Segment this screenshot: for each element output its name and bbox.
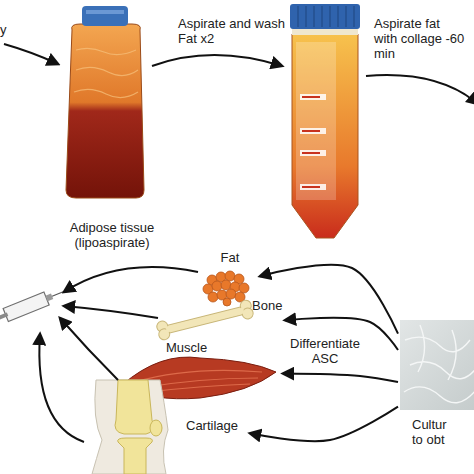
fat-cluster: [208, 292, 218, 302]
lipoaspirate-bag: [82, 6, 128, 26]
centrifuge-tube: [292, 28, 358, 35]
lipoaspirate-node: Adipose tissue (lipoaspirate): [62, 8, 162, 250]
centrifuge-tube: [298, 6, 354, 27]
differentiation-arrow: [283, 374, 398, 382]
centrifuge-tube: [300, 128, 326, 134]
fat-cluster: [223, 298, 231, 306]
differentiation-arrow: [250, 407, 398, 441]
lipoaspirate-bag: [86, 10, 124, 14]
centrifuge-tube: [300, 150, 326, 156]
process-arrow: [152, 55, 282, 66]
knee-image: [92, 380, 168, 474]
syringe-image: [3, 292, 49, 321]
node-label: Adipose tissue (lipoaspirate): [62, 220, 162, 250]
syringe-image: [45, 293, 53, 301]
step-label: Differentiate ASC: [282, 336, 368, 366]
bone-image: [156, 299, 255, 341]
centrifuge-tube: [290, 4, 360, 29]
fat-cluster: [221, 280, 231, 290]
fat-cluster: [212, 281, 222, 291]
cartilage-node: Cartilage: [78, 378, 250, 474]
centrifuge-tube: [302, 186, 320, 188]
node-label: Cultur to obt: [412, 417, 457, 447]
cell-culture-image: [400, 320, 474, 410]
differentiation-arrow: [260, 265, 398, 334]
lipoaspirate-bag: [74, 48, 138, 97]
cropped-label: y: [0, 22, 20, 37]
centrifuge-tube: [302, 130, 320, 132]
centrifuge-tube: [290, 4, 360, 238]
cell-culture-node: Cultur to obt: [398, 318, 474, 458]
injection-arrow: [64, 267, 198, 292]
bone-image: [165, 307, 244, 332]
syringe-image: [0, 284, 68, 330]
knee-image: [150, 420, 162, 436]
fat-cluster: [225, 271, 235, 281]
fat-cluster: [226, 289, 236, 299]
centrifuge-tube: [300, 184, 326, 190]
lipoaspirate-bag: [66, 24, 144, 198]
bone-node: Bone: [160, 298, 285, 340]
fat-node: Fat: [200, 250, 260, 308]
centrifuge-tube: [302, 96, 320, 98]
injection-arrow: [64, 306, 158, 318]
syringe-image: [0, 312, 8, 322]
syringe-image: [52, 291, 65, 296]
lipoaspirate-bag: [66, 6, 144, 198]
centrifuge-tube: [300, 94, 326, 100]
node-label: Cartilage: [186, 418, 250, 433]
node-label: Bone: [252, 298, 285, 313]
node-label: Fat: [200, 250, 260, 265]
muscle-node: Muscle: [118, 340, 283, 402]
centrifuge-tube: [302, 152, 320, 154]
cell-culture-image: [404, 325, 474, 403]
knee-image: [115, 380, 153, 434]
step-label: Aspirate fat with collage -60 min: [374, 16, 466, 61]
knee-image: [92, 380, 168, 474]
node-label: Muscle: [166, 340, 226, 355]
process-arrow: [4, 44, 58, 64]
process-arrow: [366, 75, 474, 104]
centrifuge-tube: [292, 34, 358, 238]
step-label: Aspirate and wash Fat x2: [178, 16, 296, 46]
injection-arrow: [60, 318, 118, 380]
fat-cluster: [203, 271, 249, 306]
bone-image: [165, 306, 245, 333]
cell-culture-image: [400, 320, 474, 410]
centrifuge-tube: [296, 42, 336, 200]
fat-cluster: [239, 283, 249, 293]
knee-image: [118, 438, 153, 474]
injection-arrow: [39, 334, 84, 442]
